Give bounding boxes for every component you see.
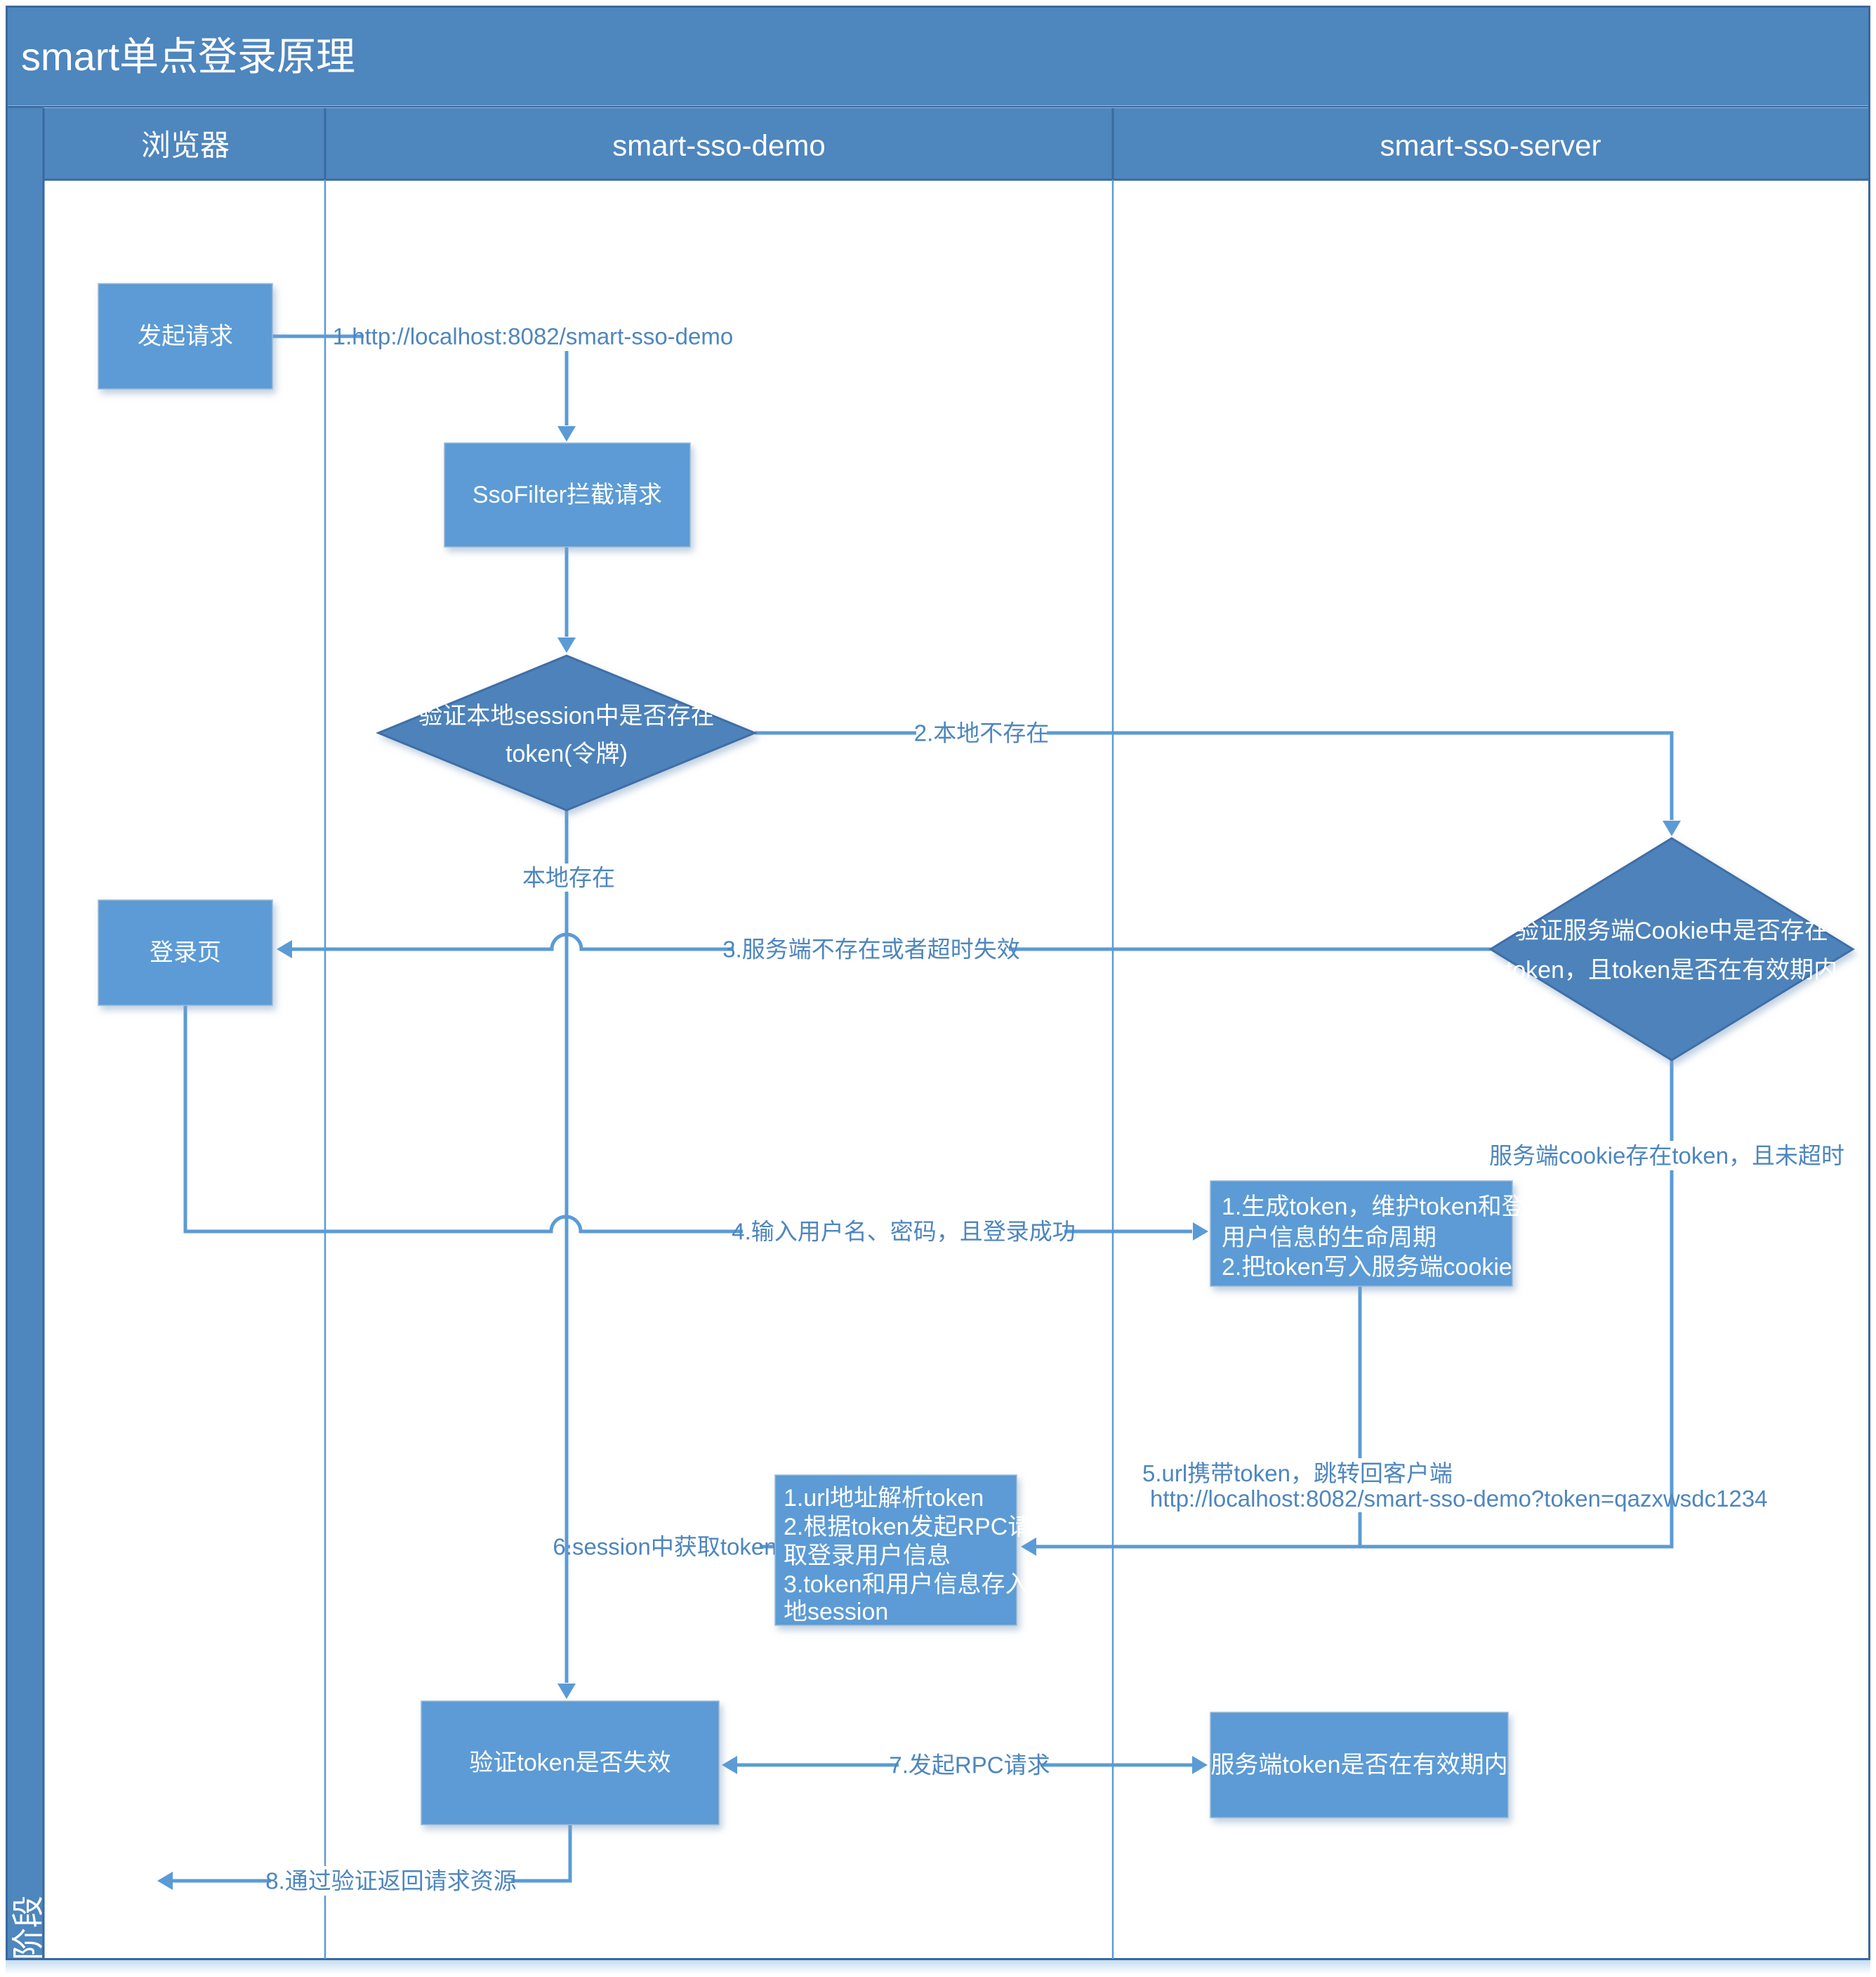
phase-label: 阶段: [10, 1896, 46, 1960]
edge-label-cookie-exists: 服务端cookie存在token，且未超时: [1489, 1143, 1844, 1169]
edge-label-rpc-request: 7.发起RPC请求: [889, 1752, 1050, 1778]
arrowhead-down-icon: [557, 637, 576, 653]
node-label: 1.url地址解析token: [784, 1485, 984, 1512]
edge-login-success: [183, 1005, 1192, 1234]
edge-label-login-success: 4.输入用户名、密码，且登录成功: [732, 1219, 1076, 1245]
node-label: 登录页: [150, 939, 221, 966]
node-label: 验证服务端Cookie中是否存在: [1515, 918, 1828, 944]
node-parse-token: [774, 1474, 1017, 1626]
edge-label-bg: [1137, 1458, 1421, 1488]
node-local-session-check: [376, 654, 758, 812]
node-validate-token: [421, 1700, 720, 1825]
node-generate-token: [1210, 1180, 1513, 1287]
title-band: [6, 6, 1870, 105]
node-server-cookie-check: [1488, 837, 1855, 1062]
edge-label-bg: [743, 1217, 1064, 1246]
node-label: token，且token是否在有效期内: [1506, 957, 1837, 984]
node-label: 2.把token写入服务端cookie: [1222, 1254, 1512, 1281]
edge-label-return-resource: 8.通过验证返回请求资源: [265, 1868, 517, 1894]
node-label: SsoFilter拦截请求: [473, 482, 662, 508]
edge-label-bg: [570, 1533, 760, 1561]
node-login-page: [98, 899, 273, 1006]
arrowhead-down-icon: [557, 1684, 576, 1699]
node-label: 用户信息的生命周期: [1222, 1224, 1436, 1251]
lane-header-browser: 浏览器: [141, 129, 230, 162]
lane-header-smart-sso-server: smart-sso-server: [1380, 129, 1601, 162]
arrowhead-right-icon: [1192, 1756, 1208, 1774]
arrowhead-left-icon: [277, 940, 292, 958]
node-sso-filter: [444, 442, 691, 548]
edge-label-server-token-missing: 3.服务端不存在或者超时失效: [722, 937, 1020, 963]
node-label: 地session: [784, 1599, 888, 1625]
edge-label-bg: [734, 934, 1009, 964]
edge-label-local-exists: 本地存在: [522, 865, 615, 891]
node-label: 3.token和用户信息存入本: [784, 1571, 1053, 1598]
edge-label-bg: [916, 719, 1047, 747]
edge-label-bg: [271, 1866, 511, 1896]
edge-label-bg: [1511, 1141, 1823, 1170]
edge-label-bg: [899, 1750, 1041, 1780]
edge-label-request-url: 1.http://localhost:8082/smart-sso-demo: [333, 324, 733, 350]
page-bottom-shadow: [6, 1960, 1870, 1974]
edge-label-bg: [1144, 1484, 1651, 1512]
edge-local-not-exists: [755, 731, 1674, 820]
phase-sidebar: [6, 107, 44, 1960]
outer-border: [6, 6, 1870, 1960]
node-label: 发起请求: [138, 323, 233, 350]
node-label: 验证本地session中是否存在: [418, 703, 714, 729]
node-label: 1.生成token，维护token和登录: [1222, 1194, 1550, 1220]
lane-header-smart-sso-demo: smart-sso-demo: [612, 129, 825, 162]
node-label: 验证token是否失效: [469, 1750, 671, 1776]
edge-label-redirect-line1: 5.url携带token，跳转回客户端: [1142, 1460, 1453, 1486]
arrowhead-left-icon: [1021, 1538, 1036, 1556]
edge-label-bg: [523, 864, 614, 892]
arrowhead-right-icon: [1193, 1222, 1208, 1241]
edge-redirect-with-token: [1036, 1060, 1674, 1549]
diagram-title: smart单点登录原理: [21, 34, 355, 79]
arrowhead-left-icon: [722, 1756, 737, 1774]
edge-label-bg: [364, 322, 702, 351]
node-label: 2.根据token发起RPC请求获: [784, 1514, 1079, 1540]
edge-label-local-not-exists: 2.本地不存在: [914, 720, 1050, 746]
node-start-request: [98, 283, 273, 390]
lane-header-band: [44, 108, 1870, 180]
node-label: 取登录用户信息: [784, 1542, 951, 1569]
edge-label-session-get-token: 6.session中获取token: [553, 1534, 777, 1560]
node-label: 服务端token是否在有效期内: [1210, 1752, 1507, 1778]
arrowhead-down-icon: [1663, 821, 1681, 836]
node-server-token-valid: [1210, 1712, 1509, 1818]
node-label: token(令牌): [506, 741, 628, 767]
arrowhead-left-icon: [157, 1872, 173, 1890]
arrowhead-down-icon: [557, 426, 576, 442]
edge-label-redirect-line2: http://localhost:8082/smart-sso-demo?tok…: [1150, 1486, 1768, 1512]
